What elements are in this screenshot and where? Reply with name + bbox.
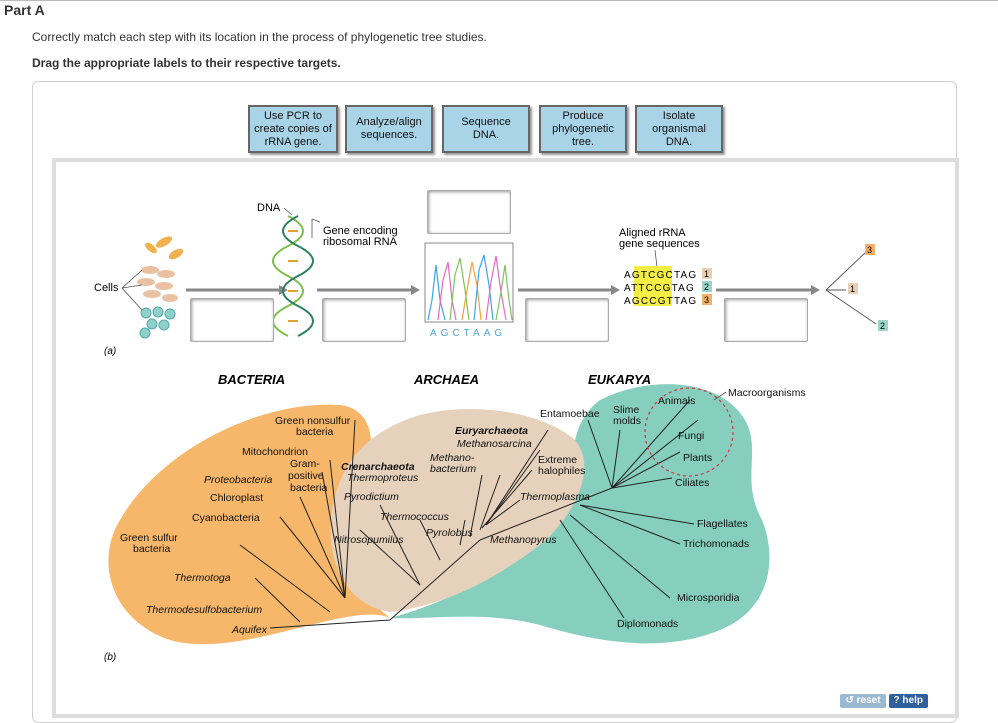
slime-label-2: molds bbox=[613, 415, 641, 427]
help-button[interactable]: ? help bbox=[888, 694, 928, 708]
seq-number-1: 1 bbox=[704, 269, 709, 279]
sequence-2: ATTCCGTAG bbox=[624, 283, 695, 294]
microsporidia-label: Microsporidia bbox=[677, 592, 740, 604]
seq-number-2: 2 bbox=[704, 282, 709, 292]
aquifex-label: Aquifex bbox=[231, 624, 268, 636]
animals-label: Animals bbox=[658, 395, 695, 407]
alignment-highlight bbox=[634, 266, 672, 306]
drop-target-2[interactable] bbox=[322, 298, 406, 342]
thermococcus-label: Thermococcus bbox=[380, 511, 450, 523]
cells-illustration bbox=[121, 236, 184, 339]
thermotoga-label: Thermotoga bbox=[174, 572, 231, 584]
drag-instruction: Drag the appropriate labels to their res… bbox=[32, 56, 341, 70]
tree-label-2: 2 bbox=[880, 321, 885, 331]
cells-label: Cells bbox=[94, 282, 119, 294]
flagellates-label: Flagellates bbox=[697, 518, 748, 530]
green-sulfur-1: Green sulfur bbox=[120, 532, 178, 544]
seq-number-3: 3 bbox=[704, 295, 709, 305]
methanopyrus-label: Methanopyrus bbox=[490, 534, 557, 546]
part-title: Part A bbox=[4, 2, 45, 18]
slime-label-1: Slime bbox=[613, 404, 639, 416]
gram-label-1: Gram- bbox=[290, 458, 320, 470]
drop-target-5[interactable] bbox=[724, 298, 808, 342]
thermoplasma-label: Thermoplasma bbox=[520, 491, 590, 503]
pyrodictium-label: Pyrodictium bbox=[344, 491, 399, 503]
ciliates-label: Ciliates bbox=[675, 477, 709, 489]
pyrolobus-label: Pyrolobus bbox=[426, 527, 473, 539]
thermodesulfobacterium-label: Thermodesulfobacterium bbox=[146, 604, 262, 616]
diplomonads-label: Diplomonads bbox=[617, 618, 678, 630]
aligned-label-1: Aligned rRNA bbox=[619, 227, 686, 239]
domain-bacteria: BACTERIA bbox=[218, 372, 285, 387]
drop-target-4[interactable] bbox=[525, 298, 609, 342]
fungi-label: Fungi bbox=[678, 430, 704, 442]
small-tree bbox=[825, 251, 877, 325]
dna-label: DNA bbox=[257, 202, 281, 214]
chloroplast-label: Chloroplast bbox=[210, 492, 263, 504]
drop-target-3[interactable] bbox=[427, 190, 511, 234]
chromatogram-peaks bbox=[427, 254, 513, 321]
process-arrows bbox=[186, 285, 820, 295]
dna-helix-icon bbox=[272, 215, 314, 337]
gene-label-1: Gene encoding bbox=[323, 225, 398, 237]
drop-target-1[interactable] bbox=[190, 298, 274, 342]
gram-label-3: bacteria bbox=[290, 482, 328, 494]
sequence-3: AGCCGTTAG bbox=[624, 296, 697, 307]
domain-eukarya: EUKARYA bbox=[588, 372, 651, 387]
green-nonsulfur-1: Green nonsulfur bbox=[275, 415, 351, 427]
nitrosopumilus-label: Nitrosopumilus bbox=[334, 534, 404, 546]
green-nonsulfur-2: bacteria bbox=[296, 426, 334, 438]
tree-label-3: 3 bbox=[867, 245, 872, 255]
methano-label-2: bacterium bbox=[430, 463, 476, 475]
figure-drawing: Cells DNA Gene encoding ribosomal RNA AG… bbox=[94, 202, 888, 663]
tree-label-1: 1 bbox=[850, 284, 855, 294]
aligned-label-2: gene sequences bbox=[619, 238, 700, 250]
thermoproteus-label: Thermoproteus bbox=[347, 472, 419, 484]
proteobacteria-label: Proteobacteria bbox=[204, 474, 272, 486]
top-divider bbox=[0, 0, 998, 1]
sequence-letters: AGCTAAG bbox=[430, 328, 506, 339]
entamoebae-label: Entamoebae bbox=[540, 408, 600, 420]
label-use-pcr[interactable]: Use PCR to create copies of rRNA gene. bbox=[248, 105, 338, 153]
cyanobacteria-label: Cyanobacteria bbox=[192, 512, 260, 524]
reset-button[interactable]: ↺ reset bbox=[840, 694, 886, 708]
trichomonads-label: Trichomonads bbox=[683, 538, 749, 550]
gram-label-2: positive bbox=[288, 470, 324, 482]
sequence-1: AGTCGCTAG bbox=[624, 270, 697, 281]
bacteria-region bbox=[108, 404, 390, 645]
mitochondrion-label: Mitochondrion bbox=[242, 446, 308, 458]
panel-b-label: (b) bbox=[104, 652, 116, 663]
label-analyze-align[interactable]: Analyze/align sequences. bbox=[345, 105, 433, 153]
macroorganisms-label: Macroorganisms bbox=[728, 387, 806, 399]
methanosarcina-label: Methanosarcina bbox=[457, 438, 532, 450]
label-sequence-dna[interactable]: Sequence DNA. bbox=[442, 105, 530, 153]
euryarchaeota-label: Euryarchaeota bbox=[455, 425, 528, 437]
bottom-buttons: ↺ reset ? help bbox=[840, 694, 928, 708]
green-sulfur-2: bacteria bbox=[133, 543, 171, 555]
macroorganisms-circle bbox=[644, 387, 734, 477]
instruction-text: Correctly match each step with its locat… bbox=[32, 30, 487, 44]
label-isolate-dna[interactable]: Isolate organismal DNA. bbox=[635, 105, 723, 153]
extreme-label-1: Extreme bbox=[538, 454, 577, 466]
crenarchaeota-label: Crenarchaeota bbox=[341, 461, 415, 473]
label-produce-tree[interactable]: Produce phylogenetic tree. bbox=[539, 105, 627, 153]
gene-label-2: ribosomal RNA bbox=[323, 236, 398, 248]
phylogenetic-tree bbox=[239, 399, 699, 629]
extreme-label-2: halophiles bbox=[538, 465, 585, 477]
plants-label: Plants bbox=[683, 452, 712, 464]
panel-a-label: (a) bbox=[104, 346, 116, 357]
methano-label-1: Methano- bbox=[430, 452, 475, 464]
domain-archaea: ARCHAEA bbox=[413, 372, 479, 387]
